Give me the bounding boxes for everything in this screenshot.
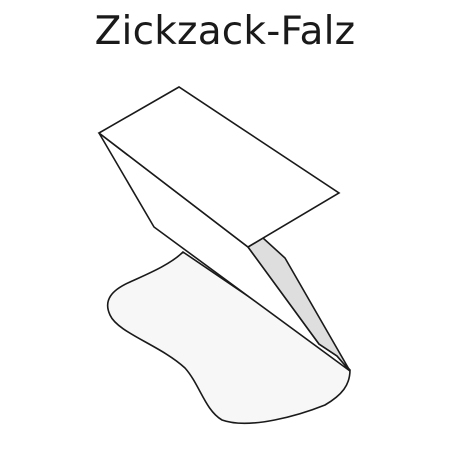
diagram-title: Zickzack-Falz (94, 9, 356, 54)
top-panel (97, 86, 341, 248)
lower-panel (106, 250, 351, 425)
